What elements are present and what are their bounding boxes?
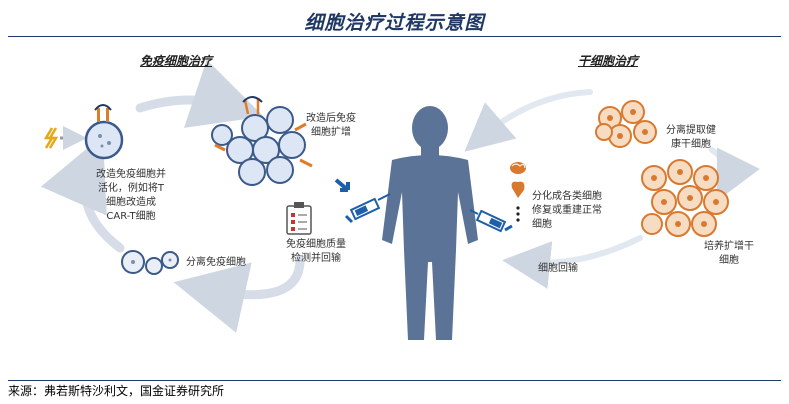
label-expanded-immune: 改造后免疫 细胞扩增 <box>306 112 356 140</box>
title-rule <box>8 36 781 37</box>
label-line: 改造免疫细胞并 <box>96 169 166 180</box>
section-stem-cell-therapy: 干细胞治疗 <box>578 54 639 68</box>
cycle-arrow-top <box>135 59 264 128</box>
label-modify-immune: 改造免疫细胞并 活化，例如将T 细胞改造成 CAR-T细胞 <box>96 168 166 224</box>
label-line: 检测并回输 <box>291 253 341 264</box>
label-culture-stem: 培养扩增干 细胞 <box>704 240 754 268</box>
label-line: 分离提取健 <box>666 125 716 136</box>
expanded-immune-cells <box>211 96 313 186</box>
healthy-stem-cells <box>595 100 657 148</box>
lightning-icon <box>43 127 59 149</box>
label-line: 细胞扩增 <box>311 127 351 138</box>
label-reinfuse: 细胞回输 <box>538 263 578 274</box>
right-syringe-icon <box>469 209 513 233</box>
separated-immune-cells <box>121 250 179 275</box>
label-line: 活化，例如将T <box>97 183 165 194</box>
label-line: 改造后免疫 <box>306 113 356 124</box>
label-line: 分化成各类细胞 <box>532 191 602 202</box>
modified-immune-cell <box>84 104 124 160</box>
label-differentiate: 分化成各类细胞 修复或重建正常 细胞 <box>532 190 602 232</box>
stem-arrow-top <box>464 89 593 152</box>
label-line: 细胞 <box>719 255 739 266</box>
expanded-stem-cells <box>641 159 729 237</box>
label-line: CAR-T细胞 <box>106 211 156 222</box>
diagram-title: 细胞治疗过程示意图 <box>304 12 485 34</box>
label-line: 细胞 <box>532 219 552 230</box>
label-line: 培养扩增干 <box>704 241 754 252</box>
label-extract-stem: 分离提取健 康干细胞 <box>666 124 716 152</box>
source-note: 来源：弗若斯特沙利文，国金证券研究所 <box>8 384 225 398</box>
label-line: 免疫细胞质量 <box>286 239 346 250</box>
stem-arrow-right <box>709 147 760 202</box>
down-arrow-icon <box>334 178 350 192</box>
label-quality-check: 免疫细胞质量 检测并回输 <box>286 238 346 266</box>
brain-icon <box>510 162 526 174</box>
human-body-silhouette <box>382 106 478 340</box>
ellipsis-dots-icon <box>516 206 520 222</box>
label-separate-immune: 分离免疫细胞 <box>186 257 246 268</box>
left-syringe-icon <box>344 193 391 224</box>
cycle-arrow-bottom <box>173 255 305 333</box>
bottom-rule <box>8 380 781 381</box>
cycle-arrow-left <box>40 135 125 253</box>
label-line: 康干细胞 <box>671 139 711 150</box>
stem-arrow-bottom <box>502 235 643 289</box>
label-line: 修复或重建正常 <box>532 205 602 216</box>
label-line: 细胞改造成 <box>106 197 156 208</box>
section-immune-therapy: 免疫细胞治疗 <box>140 54 213 68</box>
heart-organ-icon <box>511 181 525 198</box>
quality-check-clipboard-icon <box>286 202 312 235</box>
